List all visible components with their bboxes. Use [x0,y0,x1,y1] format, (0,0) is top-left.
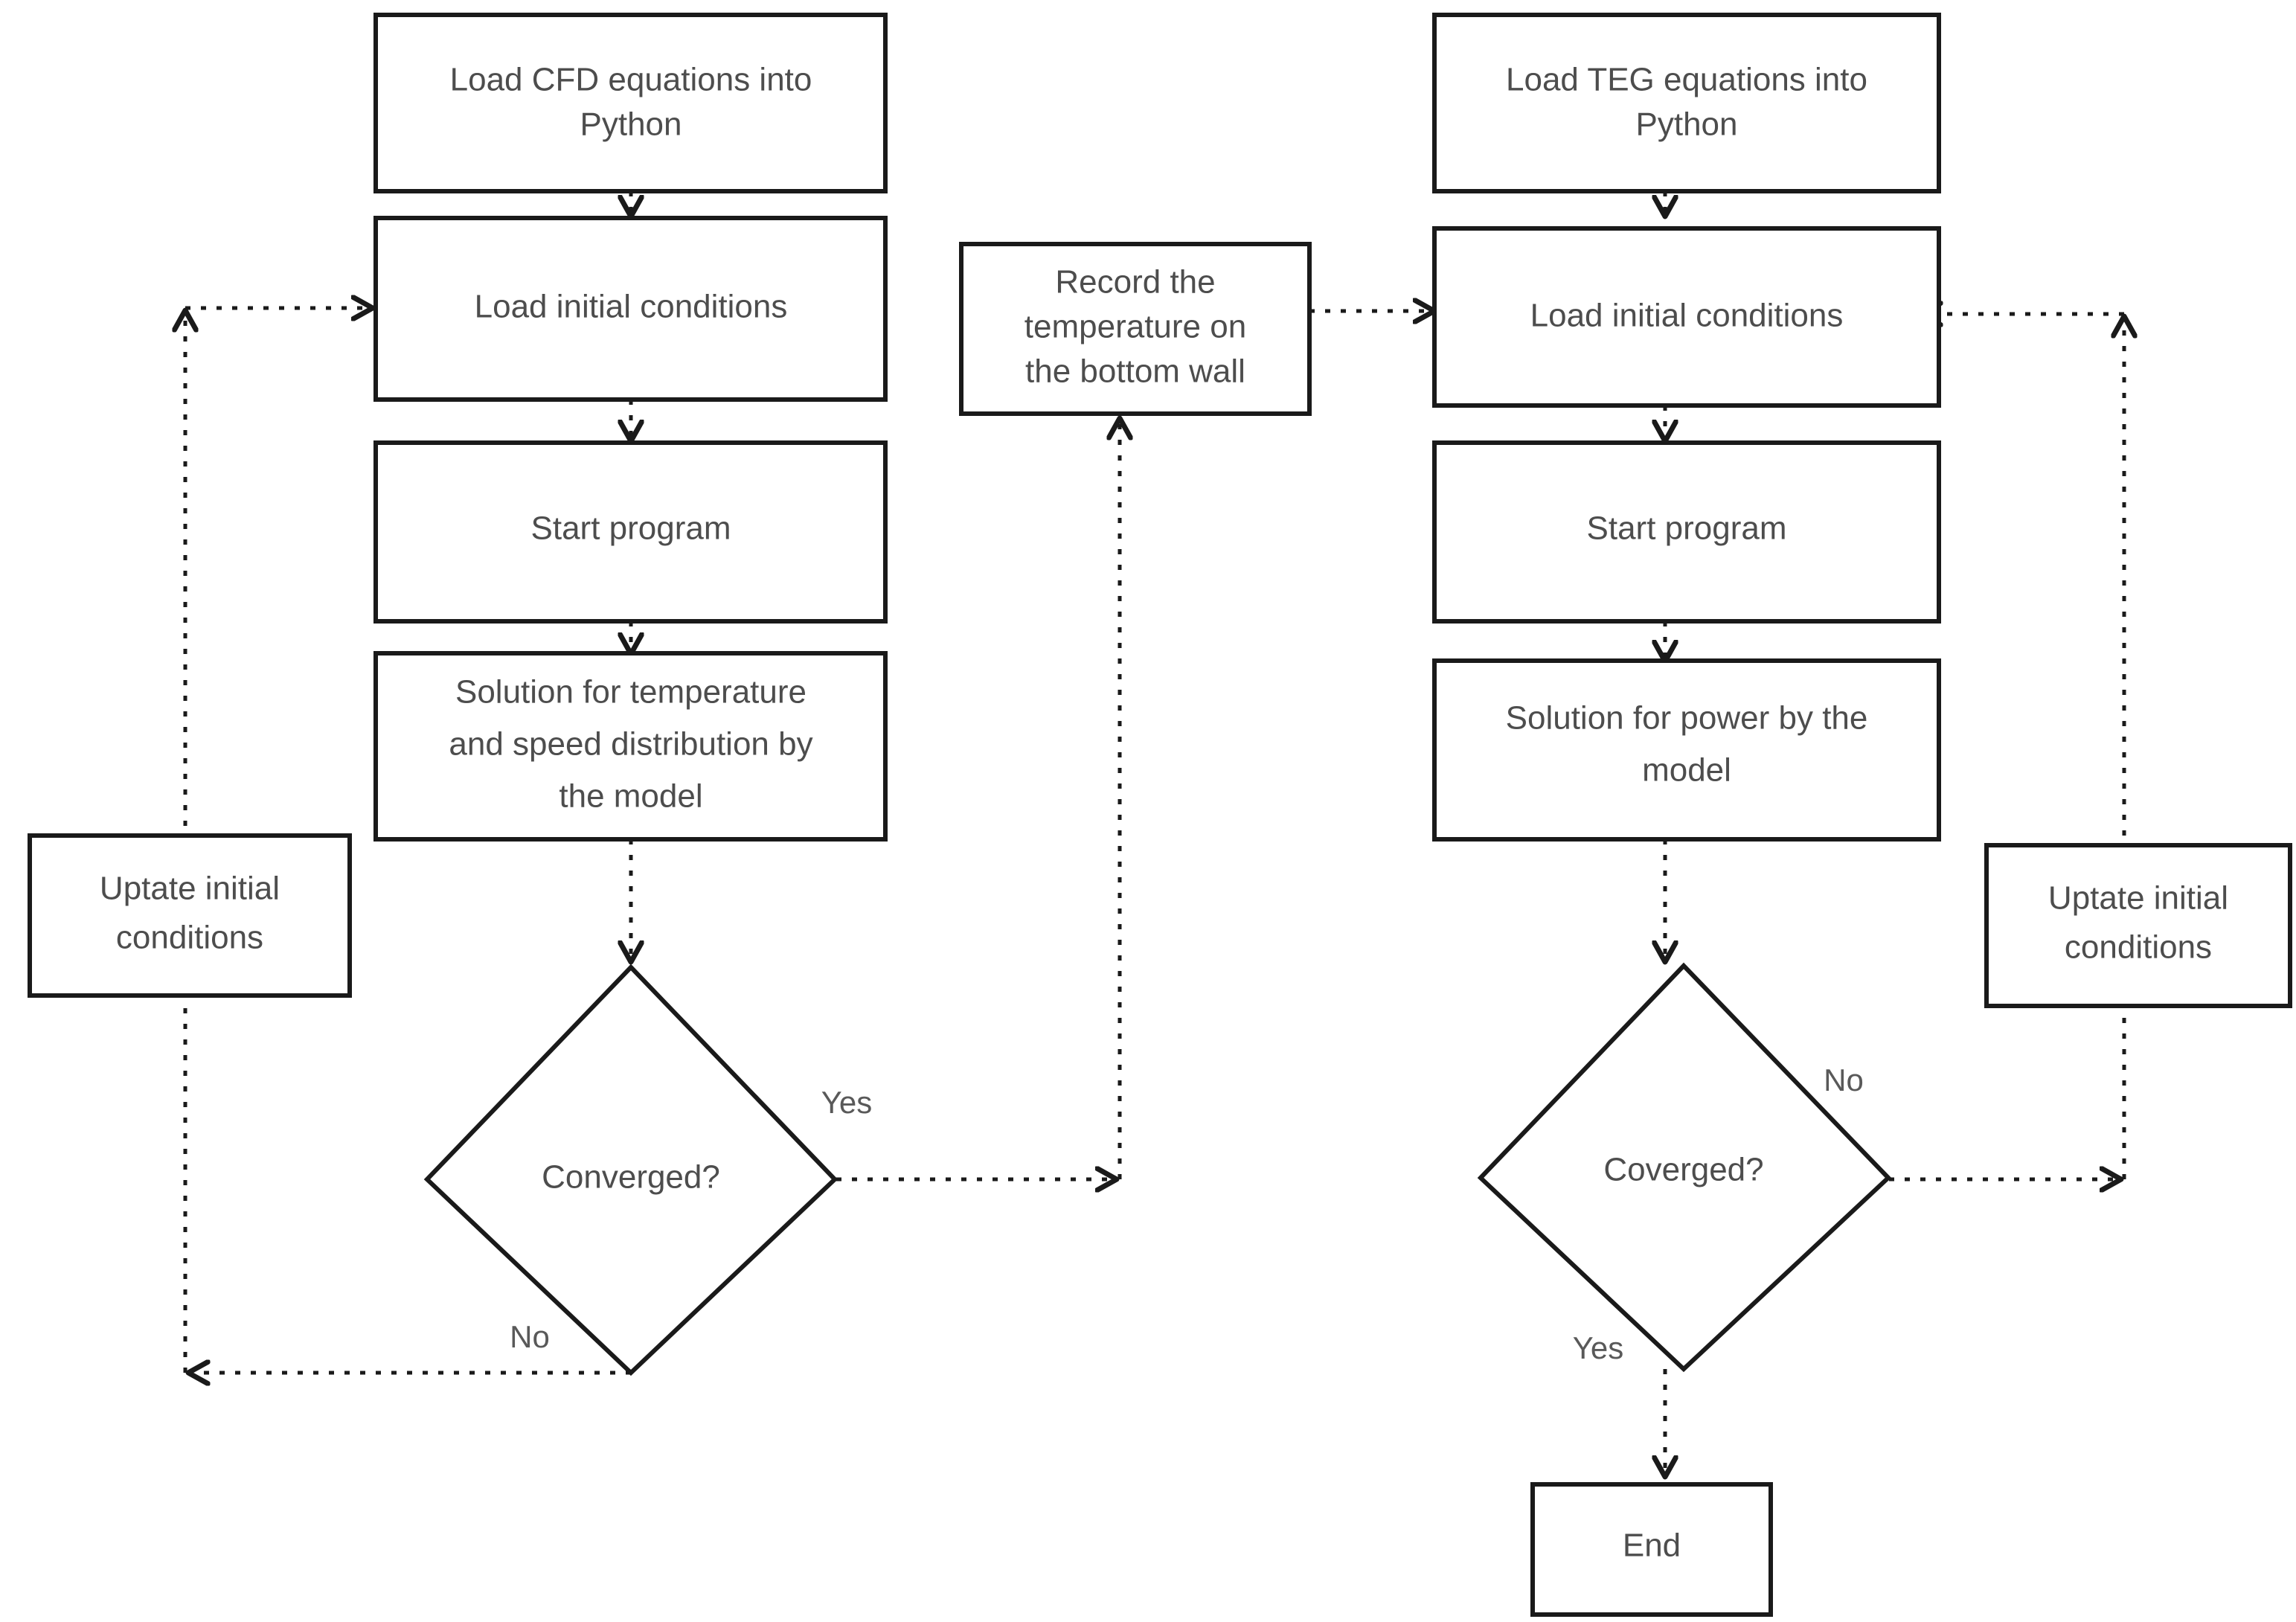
node-record-temperature[interactable]: Record the temperature on the bottom wal… [959,242,1312,416]
node-label-line2: conditions [2065,929,2212,966]
edge-label-teg-no: No [1824,1062,1864,1097]
node-teg-decision[interactable]: Coverged? [1477,962,1892,1373]
node-label: End [1623,1528,1681,1564]
node-box [373,216,888,402]
node-label: Load initial conditions [1530,298,1844,334]
node-label-line3: the model [559,778,702,815]
node-label-line2: temperature on [1024,309,1246,345]
edge-label-cfd-yes: Yes [821,1085,873,1120]
node-label-line2: and speed distribution by [449,726,812,763]
node-label-line1: Uptate initial [2048,880,2228,917]
edge-label-teg-yes: Yes [1573,1330,1624,1365]
node-cfd-start-program[interactable]: Start program [373,440,888,624]
node-box [1984,843,2292,1008]
node-label-line1: Record the [1055,264,1215,301]
node-label-line1: Solution for power by the [1506,700,1868,737]
node-label: Coverged? [1603,1152,1763,1188]
node-label-line2: conditions [116,920,263,956]
node-label: Load initial conditions [475,289,788,325]
node-cfd-update[interactable]: Uptate initial conditions [28,833,352,998]
node-box [1432,658,1941,842]
node-label-line2: Python [1636,106,1738,143]
node-box [1432,13,1941,193]
connectors-left [185,191,1120,1373]
node-label-line1: Load CFD equations into [450,62,812,98]
node-label-line1: Solution for temperature [455,674,807,711]
node-box [373,651,888,842]
node-label: Start program [1587,510,1787,547]
node-box [1432,226,1941,408]
node-cfd-load-equations[interactable]: Load CFD equations into Python [373,13,888,193]
decision-diamond [423,964,838,1376]
node-teg-load-initial[interactable]: Load initial conditions [1432,226,1941,408]
connectors-right [1665,191,2124,1475]
node-label-line2: model [1642,752,1731,789]
node-cfd-solution[interactable]: Solution for temperature and speed distr… [373,651,888,842]
node-label: Converged? [542,1159,720,1196]
edge-label-cfd-no: No [510,1319,550,1354]
node-label: Start program [531,510,731,547]
node-box [373,13,888,193]
node-box [1530,1482,1773,1617]
node-cfd-load-initial[interactable]: Load initial conditions [373,216,888,402]
node-box [959,242,1312,416]
node-teg-end[interactable]: End [1530,1482,1773,1617]
node-label-line1: Load TEG equations into [1506,62,1867,98]
node-label-line1: Uptate initial [100,871,280,907]
node-teg-load-equations[interactable]: Load TEG equations into Python [1432,13,1941,193]
node-teg-start-program[interactable]: Start program [1432,440,1941,624]
decision-diamond [1477,962,1892,1373]
node-box [28,833,352,998]
node-box [373,440,888,624]
node-teg-solution[interactable]: Solution for power by the model [1432,658,1941,842]
node-box [1432,440,1941,624]
node-label-line2: Python [580,106,682,143]
node-teg-update[interactable]: Uptate initial conditions [1984,843,2292,1008]
node-cfd-decision[interactable]: Converged? [423,964,838,1376]
node-label-line3: the bottom wall [1025,353,1245,390]
